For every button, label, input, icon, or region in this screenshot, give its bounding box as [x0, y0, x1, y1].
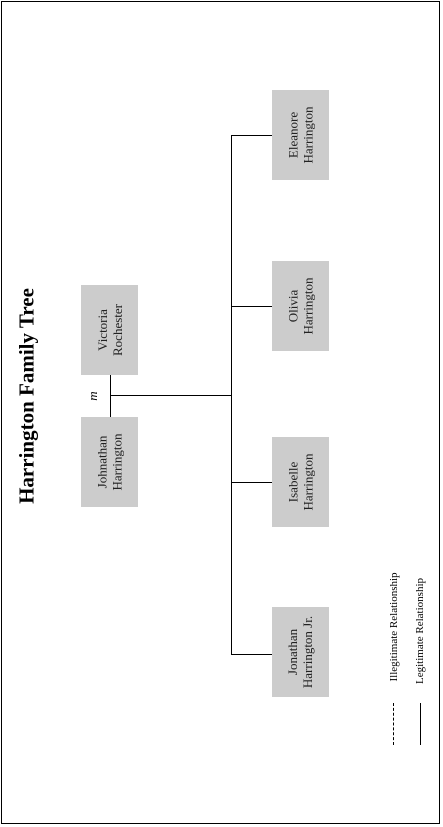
child-connector-jonathan — [231, 654, 272, 655]
marriage-line — [110, 375, 111, 417]
person-jonathan-harrington-jr: Jonathan Harrington Jr. — [272, 607, 329, 697]
person-label: Jonathan Harrington Jr. — [285, 615, 316, 689]
marriage-symbol: m — [85, 391, 100, 401]
person-label: Isabelle Harrington — [285, 453, 316, 511]
legend-legitimate-label: Legitimate Relationship — [414, 577, 426, 685]
person-label: Eleanore Harrington — [285, 106, 316, 164]
legend-illegitimate-swatch — [393, 703, 394, 745]
person-eleanore-harrington: Eleanore Harrington — [272, 90, 329, 180]
child-connector-eleanore — [231, 135, 272, 136]
person-victoria-rochester: Victoria Rochester — [81, 285, 138, 375]
person-olivia-harrington: Olivia Harrington — [272, 261, 329, 351]
diagram-title: Harrington Family Tree — [14, 288, 39, 504]
descent-line — [110, 395, 231, 396]
person-isabelle-harrington: Isabelle Harrington — [272, 437, 329, 527]
sibling-line — [231, 135, 232, 655]
child-connector-olivia — [231, 306, 272, 307]
legend-illegitimate-label: Illegitimate Relationship — [388, 572, 400, 682]
person-label: Johnathan Harrington — [94, 433, 125, 491]
person-label: Victoria Rochester — [94, 304, 125, 356]
person-label: Olivia Harrington — [285, 277, 316, 335]
legend-legitimate-swatch — [420, 703, 421, 745]
child-connector-isabelle — [231, 482, 272, 483]
person-johnathan-harrington: Johnathan Harrington — [81, 417, 138, 507]
